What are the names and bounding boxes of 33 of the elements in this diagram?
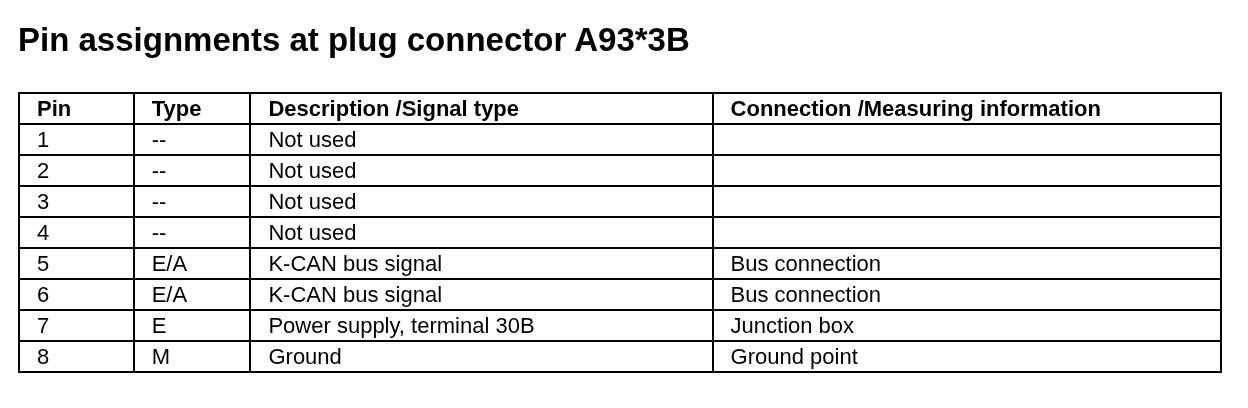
table-cell: 6: [19, 279, 134, 310]
table-cell: E/A: [133, 248, 251, 279]
table-cell: --: [133, 124, 251, 155]
table-cell: Ground point: [712, 341, 1221, 372]
table-cell: K-CAN bus signal: [250, 279, 713, 310]
column-header: Description /Signal type: [250, 93, 713, 124]
table-cell: K-CAN bus signal: [250, 248, 713, 279]
table-cell: Not used: [250, 155, 713, 186]
table-cell: --: [133, 217, 251, 248]
column-header: Pin: [19, 93, 134, 124]
table-cell: --: [133, 155, 251, 186]
table-cell: 3: [19, 186, 134, 217]
table-cell: Not used: [250, 124, 713, 155]
table-cell: 1: [19, 124, 134, 155]
table-cell: Not used: [250, 186, 713, 217]
table-cell: 8: [19, 341, 134, 372]
table-cell: M: [133, 341, 251, 372]
column-header: Connection /Measuring information: [712, 93, 1221, 124]
table-cell: 4: [19, 217, 134, 248]
table-cell: E: [133, 310, 251, 341]
table-cell: Power supply, terminal 30B: [250, 310, 713, 341]
table-cell: Bus connection: [712, 279, 1221, 310]
table-cell: 5: [19, 248, 134, 279]
table-cell: Junction box: [712, 310, 1221, 341]
table-cell: E/A: [133, 279, 251, 310]
table-cell: 7: [19, 310, 134, 341]
page-title: Pin assignments at plug connector A93*3B: [18, 20, 690, 60]
column-header: Type: [133, 93, 251, 124]
table-cell: Ground: [250, 341, 713, 372]
table-cell: Not used: [250, 217, 713, 248]
table-cell: Bus connection: [712, 248, 1221, 279]
table-cell: 2: [19, 155, 134, 186]
table-cell: --: [133, 186, 251, 217]
